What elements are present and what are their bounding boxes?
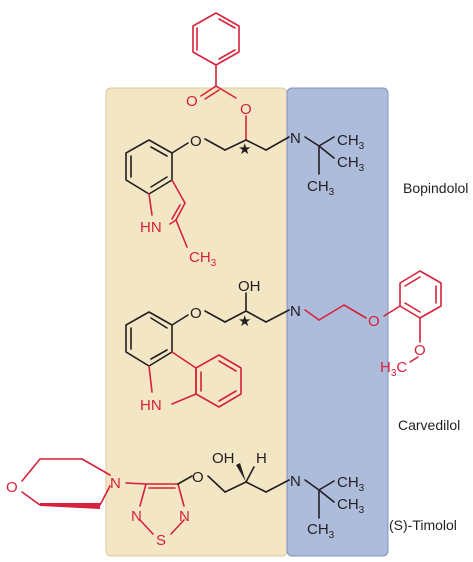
methyl-1b: CH3 <box>337 154 365 174</box>
methyl-1a: CH3 <box>337 132 365 152</box>
hydroxyl-3: OH <box>212 450 235 467</box>
ester-carbonyl-o: O <box>186 93 198 110</box>
carvedilol-structure <box>125 270 442 408</box>
phenoxy-o: O <box>368 313 380 330</box>
thiadiazole-n-right: N <box>179 508 190 525</box>
amine-n-3: N <box>290 473 301 490</box>
stereocenter-star-2: ★ <box>238 313 251 330</box>
compound-name-1: Bopindolol <box>403 180 468 196</box>
indole-methyl: CH3 <box>189 249 217 269</box>
methyl-1c: CH3 <box>307 178 335 198</box>
stereo-h: H <box>256 450 267 467</box>
indole-nh: HN <box>140 219 162 236</box>
ether-o-1: O <box>190 133 202 150</box>
ester-o: O <box>240 101 252 118</box>
ether-o-3: O <box>192 469 204 486</box>
thiadiazole-s: S <box>156 532 166 549</box>
amine-region <box>286 87 389 557</box>
morpholine-n: N <box>110 475 121 492</box>
hashed-bond-oh <box>236 463 246 482</box>
methyl-3b: CH3 <box>337 496 365 516</box>
timolol-structure <box>21 458 335 535</box>
compound-name-2: Carvedilol <box>398 417 460 433</box>
compound-name-3: (S)-Timolol <box>389 517 457 533</box>
thiadiazole-n-left: N <box>131 508 142 525</box>
amine-n-1: N <box>290 130 301 147</box>
amine-n-2: N <box>290 303 301 320</box>
methoxy-o: O <box>414 342 426 359</box>
bopindolol-structure <box>125 12 335 248</box>
methyl-3c: CH3 <box>307 521 335 541</box>
ether-o-2: O <box>190 305 202 322</box>
methyl-3a: CH3 <box>337 474 365 494</box>
carbazole-nh: HN <box>140 397 162 414</box>
hydroxyl-2: OH <box>238 278 261 295</box>
methoxy-methyl: H3C <box>380 359 407 379</box>
stereocenter-star-1: ★ <box>238 141 251 158</box>
morpholine-o: O <box>6 479 18 496</box>
wedge-bond <box>40 503 100 509</box>
